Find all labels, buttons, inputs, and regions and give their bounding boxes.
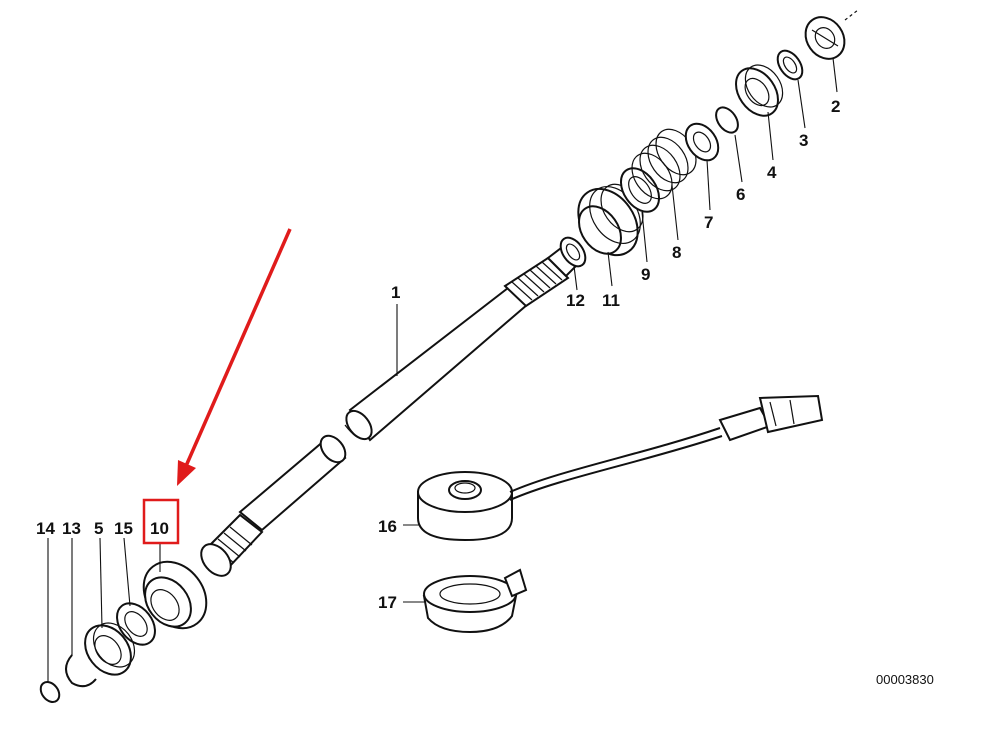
part-16-sensor-with-cable	[417, 394, 824, 542]
part-9-ring	[619, 167, 661, 213]
label-part-5: 5	[94, 519, 103, 538]
label-part-16: 16	[378, 517, 397, 536]
part-7-washer	[684, 122, 720, 162]
connector-plug	[758, 394, 824, 434]
leader-lines	[47, 57, 838, 682]
label-part-12: 12	[566, 291, 585, 310]
label-part-15: 15	[114, 519, 133, 538]
label-part-8: 8	[672, 243, 681, 262]
highlight-box	[142, 498, 180, 545]
shaft-lower-end	[319, 434, 347, 464]
label-part-11: 11	[602, 291, 620, 310]
label-part-13: 13	[62, 519, 81, 538]
shaft-upper-end	[345, 409, 373, 441]
part-13-circlip	[65, 654, 97, 688]
part-15-ring	[116, 602, 156, 646]
part-2-nut	[804, 16, 846, 60]
part-3-lock-washer	[776, 49, 804, 81]
shaft-break-mark	[344, 424, 358, 438]
part-12-bushing	[559, 236, 587, 268]
part-6-circlip	[715, 106, 739, 134]
label-part-10: 10	[150, 519, 169, 538]
shaft-part-1	[200, 243, 582, 577]
label-part-9: 9	[641, 265, 650, 284]
shaft-upper	[348, 286, 530, 442]
highlight-arrow	[177, 228, 292, 486]
part-14-cap	[39, 681, 61, 703]
spline-upper-teeth	[511, 261, 563, 301]
spline-upper	[503, 256, 570, 308]
label-part-1: 1	[391, 283, 400, 302]
axis-centerline	[844, 9, 859, 21]
part-4-bearing	[735, 64, 784, 117]
part-labels: 2 3 4 6 7 8 9 11 12 1 14 13 5 15 10 16 1…	[36, 97, 840, 612]
label-part-6: 6	[736, 185, 745, 204]
drawing-code: 00003830	[876, 672, 934, 687]
label-part-2: 2	[831, 97, 840, 116]
shaft-lower-tip	[200, 543, 232, 577]
part-5-bearing	[84, 622, 136, 676]
label-part-17: 17	[378, 593, 397, 612]
label-part-7: 7	[704, 213, 713, 232]
part-17-carrier-ring	[422, 568, 528, 634]
label-part-3: 3	[799, 131, 808, 150]
label-part-4: 4	[767, 163, 777, 182]
part-10-bearing	[142, 560, 208, 630]
label-part-14: 14	[36, 519, 55, 538]
